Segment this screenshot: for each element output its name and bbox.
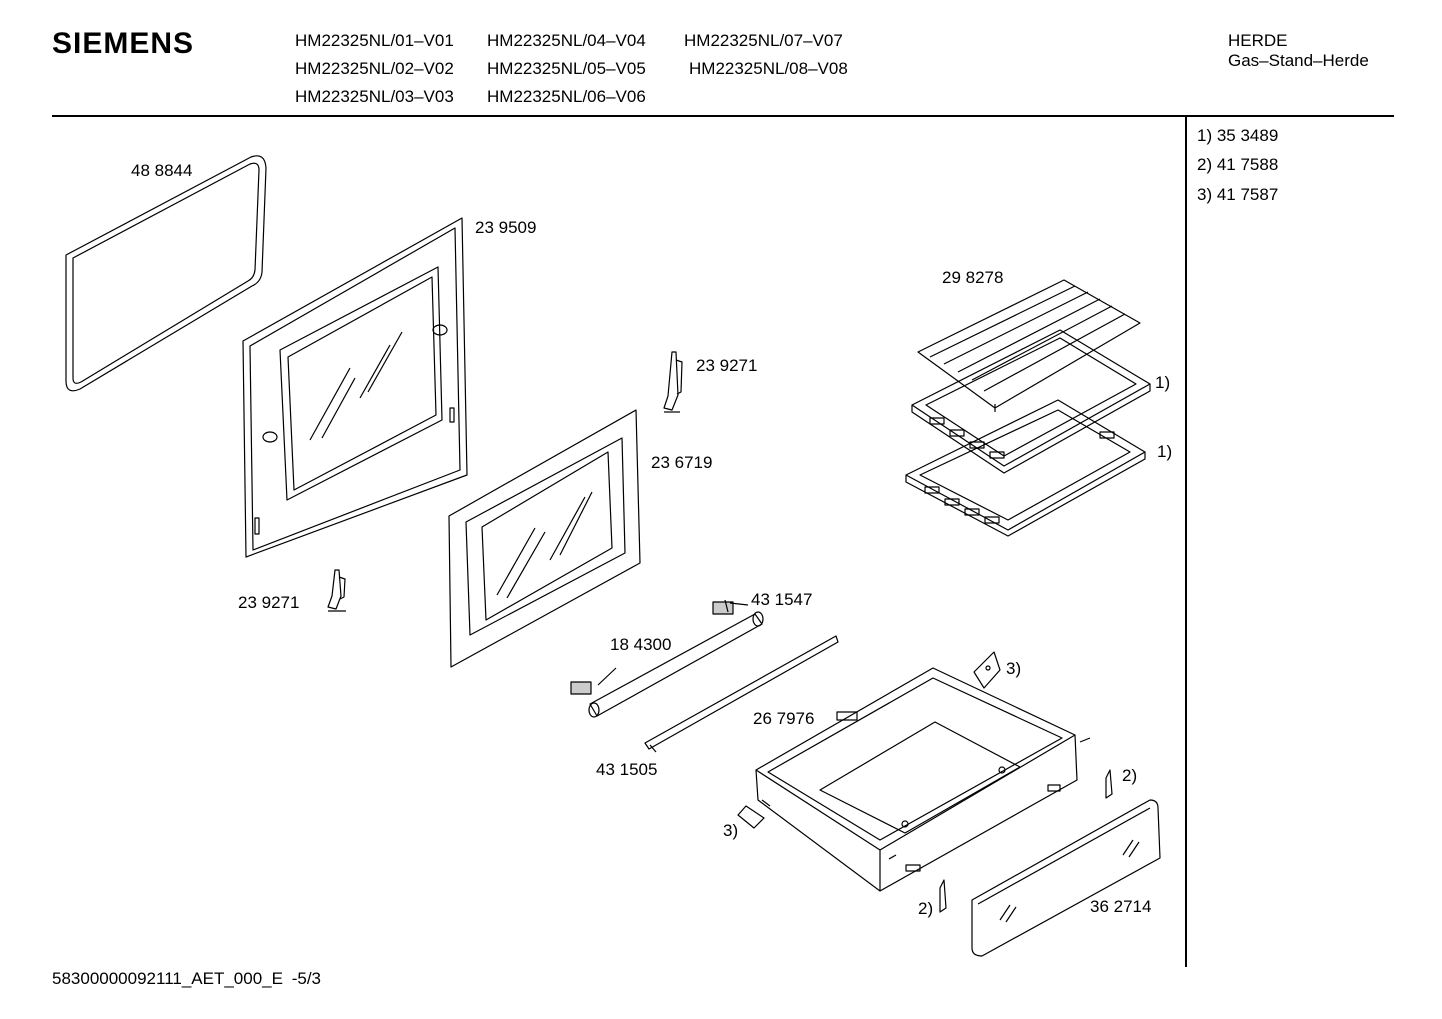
part-label-gasket: 48 8844	[131, 161, 193, 180]
model-code: HM22325NL/04–V04	[487, 31, 646, 50]
part-label-inner-door: 23 9509	[475, 218, 537, 237]
model-code: HM22325NL/01–V01	[295, 31, 454, 50]
brand-logo: SIEMENS	[52, 27, 195, 60]
part-label-drawer-front: 36 2714	[1090, 897, 1152, 916]
door-hinge-lower	[328, 570, 346, 611]
door-gasket	[66, 156, 266, 391]
storage-drawer	[756, 668, 1077, 891]
header-divider	[52, 115, 1394, 117]
subcategory-label: Gas–Stand–Herde	[1228, 51, 1369, 70]
oven-wire-rack	[918, 280, 1140, 412]
inner-door-panel	[243, 218, 467, 557]
drawer-clip-right	[974, 652, 1000, 688]
drawer-screw-right	[1106, 770, 1112, 798]
part-ref-label: 3)	[723, 821, 739, 840]
drawer-screw-left	[940, 880, 946, 912]
drawer-front-panel	[972, 800, 1160, 956]
model-code: HM22325NL/06–V06	[487, 87, 646, 106]
part-label-rack: 29 8278	[942, 268, 1004, 287]
footnote: 3) 41 7587	[1197, 185, 1279, 204]
outer-door-glass	[449, 410, 640, 667]
notes-divider	[1185, 117, 1187, 967]
trim-strip	[645, 636, 838, 752]
leader-line	[1080, 738, 1090, 742]
part-label-handle: 18 4300	[610, 635, 672, 654]
door-handle-bar	[571, 600, 763, 717]
part-ref-label: 2)	[918, 899, 934, 918]
part-ref-label: 1)	[1155, 373, 1171, 392]
model-code: HM22325NL/05–V05	[487, 59, 646, 78]
footnote: 2) 41 7588	[1197, 155, 1279, 174]
model-code: HM22325NL/03–V03	[295, 87, 454, 106]
part-label-hinge-upper: 23 9271	[696, 356, 758, 375]
part-label-hinge-lower: 23 9271	[238, 593, 300, 612]
baking-tray-upper	[912, 330, 1150, 473]
document-footer: 58300000092111_AET_000_E -5/3	[52, 969, 321, 989]
door-hinge-upper	[664, 352, 682, 412]
page-number: -5/3	[291, 969, 322, 988]
document-code: 58300000092111_AET_000_E	[52, 969, 283, 988]
part-ref-label: 1)	[1157, 442, 1173, 461]
model-code: HM22325NL/02–V02	[295, 59, 454, 78]
category-label: HERDE	[1228, 31, 1288, 50]
part-label-outer-door: 23 6719	[651, 453, 713, 472]
part-label-handle-cap: 43 1547	[751, 590, 813, 609]
footnote: 1) 35 3489	[1197, 126, 1279, 145]
baking-tray-lower	[906, 400, 1145, 536]
drawer-clip-left	[738, 806, 764, 828]
part-ref-label: 2)	[1122, 766, 1138, 785]
part-ref-label: 3)	[1006, 659, 1022, 678]
part-label-trim-strip: 43 1505	[596, 760, 658, 779]
leader-line	[889, 855, 896, 859]
model-code: HM22325NL/08–V08	[689, 59, 848, 78]
part-label-drawer: 26 7976	[753, 709, 815, 728]
model-code: HM22325NL/07–V07	[684, 31, 843, 50]
